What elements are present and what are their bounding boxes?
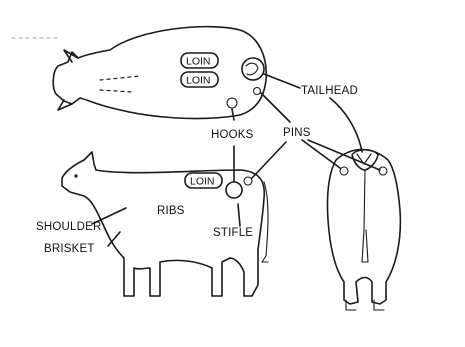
label-ribs: RIBS <box>157 205 185 217</box>
top-view-outline <box>53 27 266 119</box>
loin-label-side: LOIN <box>190 176 215 188</box>
top-view-pin <box>254 88 261 95</box>
top-view-hook <box>227 98 237 108</box>
rear-view-cow <box>327 150 400 311</box>
rear-view-hooves <box>346 300 384 310</box>
top-view-cow: LOIN LOIN <box>53 27 266 119</box>
rear-view-pin-left <box>340 167 348 175</box>
top-view-spine <box>100 76 140 80</box>
label-shoulder: SHOULDER <box>36 221 102 233</box>
label-hooks: HOOKS <box>211 129 254 141</box>
loin-label-top-1: LOIN <box>186 56 211 68</box>
label-tailhead: TAILHEAD <box>301 85 358 97</box>
rear-view-tail <box>362 170 368 262</box>
side-view-eye <box>74 174 77 177</box>
label-pins: PINS <box>283 127 311 139</box>
side-view-pin <box>244 177 252 185</box>
rear-view-pin-right <box>379 167 387 175</box>
side-view-hook <box>226 182 242 198</box>
top-view-spine-2 <box>100 90 132 92</box>
top-view-tail-mark <box>246 63 258 75</box>
top-view-tailhead <box>242 58 264 80</box>
label-brisket: BRISKET <box>44 243 95 255</box>
loin-label-top-2: LOIN <box>186 75 211 87</box>
label-stifle: STIFLE <box>213 227 253 239</box>
